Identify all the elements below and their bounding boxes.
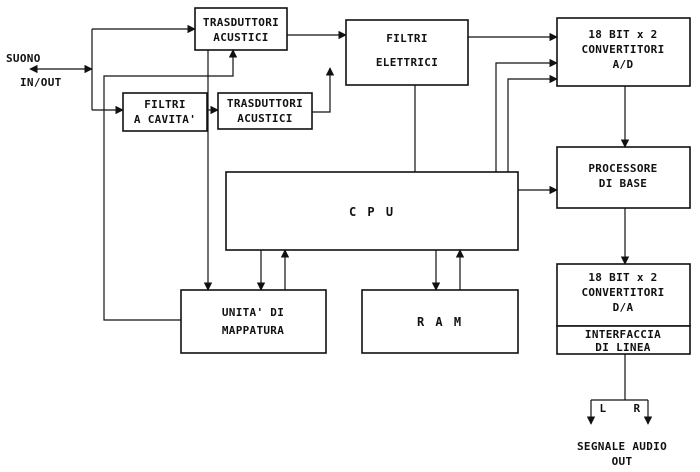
output-label-line1: SEGNALE AUDIO (577, 440, 667, 453)
trasduttori-bottom-line2: ACUSTICI (237, 112, 292, 125)
unita-mappatura-line1: UNITA' DI (222, 306, 284, 319)
cpu-label: C P U (349, 205, 395, 219)
cpu-to-ad-arrow-b (507, 74, 558, 172)
output-label-line2: OUT (612, 455, 633, 468)
trasduttori-top-line1: TRASDUTTORI (203, 16, 279, 29)
trasduttori-bottom-to-filtri-arrow (312, 67, 335, 113)
convertitori-ad-block: 18 BIT x 2 CONVERTITORI A/D (556, 17, 691, 87)
input-label-line2: IN/OUT (20, 76, 62, 89)
processore-block: PROCESSORE DI BASE (556, 146, 691, 209)
cpu-block: C P U (225, 171, 519, 251)
interfaccia-line2: DI LINEA (595, 341, 650, 354)
left-channel-label: L (600, 402, 607, 415)
convertitori-da-line2: CONVERTITORI (581, 286, 664, 299)
convertitori-ad-line1: 18 BIT x 2 (588, 28, 657, 41)
ram-label: R A M (417, 315, 463, 329)
input-label-line1: SUONO (6, 52, 41, 65)
filtri-cavita-line1: FILTRI (144, 98, 186, 111)
trasduttori-top-block: TRASDUTTORI ACUSTICI (194, 7, 288, 51)
trasduttori-top-line2: ACUSTICI (213, 31, 268, 44)
unita-mappatura-line2: MAPPATURA (222, 324, 284, 337)
ram-block: R A M (361, 289, 519, 354)
trasduttori-bottom-line1: TRASDUTTORI (227, 97, 303, 110)
right-channel-label: R (634, 402, 641, 415)
convertitori-ad-line2: CONVERTITORI (581, 43, 664, 56)
convertitori-da-line1: 18 BIT x 2 (588, 271, 657, 284)
interfaccia-line1: INTERFACCIA (585, 328, 661, 341)
filtri-elettrici-block: FILTRI ELETTRICI (345, 19, 469, 86)
convertitori-da-line3: D/A (613, 301, 634, 314)
processore-line2: DI BASE (599, 177, 647, 190)
filtri-cavita-line2: A CAVITA' (134, 113, 196, 126)
processore-line1: PROCESSORE (588, 162, 657, 175)
filtri-elettrici-line2: ELETTRICI (376, 56, 438, 69)
mappatura-feedback-arrow (103, 49, 238, 321)
filtri-elettrici-line1: FILTRI (386, 32, 428, 45)
trasduttori-bottom-block: TRASDUTTORI ACUSTICI (217, 92, 313, 130)
convertitori-ad-line3: A/D (613, 58, 634, 71)
interfaccia-block: INTERFACCIA DI LINEA (556, 325, 691, 355)
cpu-to-ad-arrow-a (495, 58, 558, 172)
unita-mappatura-block: UNITA' DI MAPPATURA (180, 289, 327, 354)
convertitori-da-block: 18 BIT x 2 CONVERTITORI D/A (556, 263, 691, 327)
filtri-cavita-block: FILTRI A CAVITA' (122, 92, 208, 132)
